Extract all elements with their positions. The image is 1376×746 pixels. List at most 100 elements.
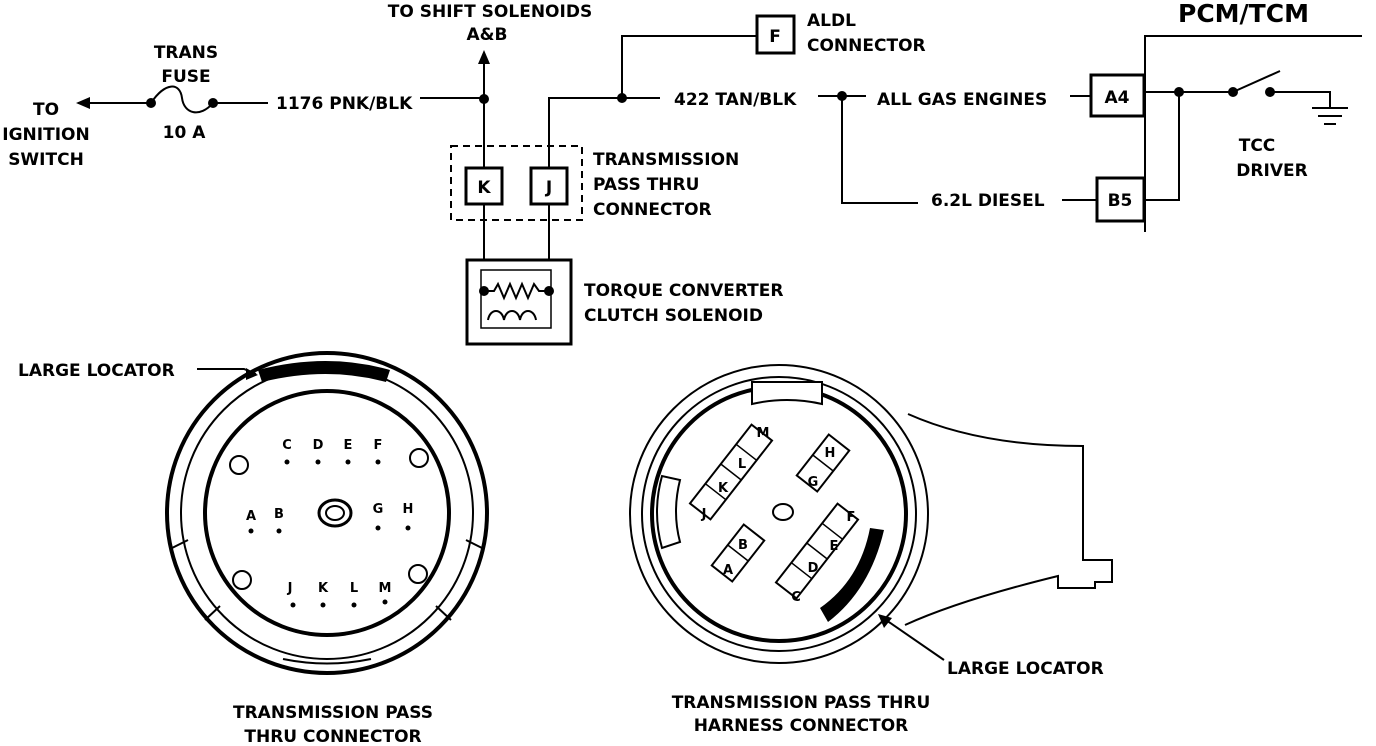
pin-k-row3-label: K xyxy=(318,581,329,596)
left-guide-hole-3 xyxy=(232,570,252,590)
right-pin-l-label: L xyxy=(738,457,746,472)
left-large-locator xyxy=(258,361,390,382)
pcm-tcm-title: PCM/TCM xyxy=(1178,0,1309,28)
right-pin-a-label: A xyxy=(723,563,733,578)
left-guide-hole-1 xyxy=(229,455,249,475)
pass-thru-outline xyxy=(450,145,583,221)
pin-a xyxy=(248,528,254,534)
arrow-up-icon xyxy=(478,50,490,64)
pin-h-label: H xyxy=(403,502,414,517)
pin-c xyxy=(284,459,290,465)
right-pin-m-label: M xyxy=(757,426,770,441)
right-pin-h-label: H xyxy=(825,446,836,461)
right-pin-g-label: G xyxy=(808,475,819,490)
switch-label: SWITCH xyxy=(8,150,84,170)
right-title-1: TRANSMISSION PASS THRU xyxy=(672,693,931,713)
left-locator-label: LARGE LOCATOR xyxy=(18,361,175,381)
jklm-divider-2 xyxy=(720,463,742,481)
coil-icon xyxy=(487,310,537,321)
right-pin-e-label: E xyxy=(830,539,839,554)
right-harness-body xyxy=(904,413,1113,626)
aldl-pin-box xyxy=(755,14,796,55)
jklm-divider-1 xyxy=(704,483,727,501)
pin-b-label: B xyxy=(274,507,284,522)
aldl-wire xyxy=(621,35,757,98)
pin-b xyxy=(276,528,282,534)
switch-icon xyxy=(1232,70,1281,93)
left-outer-ring xyxy=(165,351,489,675)
pass-thru-label-3: CONNECTOR xyxy=(593,200,712,220)
pin-j-row3-label: J xyxy=(287,581,293,596)
pcm-pin-a4-label: A4 xyxy=(1105,88,1130,108)
cdef-divider-1 xyxy=(790,562,813,580)
pin-j-label: J xyxy=(545,178,552,198)
left-bottom-key xyxy=(282,658,372,665)
ground-icon xyxy=(1312,107,1348,125)
ab-divider xyxy=(727,544,749,562)
pass-thru-label-1: TRANSMISSION xyxy=(593,150,739,170)
pin-j xyxy=(290,602,296,608)
cdef-divider-3 xyxy=(821,522,844,540)
right-pin-j-label: J xyxy=(701,507,707,522)
pin-a-label: A xyxy=(246,509,256,524)
diesel-label: 6.2L DIESEL xyxy=(931,191,1045,211)
pin-d xyxy=(315,459,321,465)
right-center-hole xyxy=(772,503,794,521)
wire-1176-label: 1176 PNK/BLK xyxy=(276,94,413,114)
right-locator-leader xyxy=(885,619,945,661)
connector-left: LARGE LOCATOR C D E F A B G H J K L M xyxy=(18,351,489,746)
aldl-pin-label: F xyxy=(769,27,781,47)
aldl-label-1: ALDL xyxy=(807,11,856,31)
right-pin-group-gh xyxy=(795,433,851,493)
wire-422-up xyxy=(548,97,622,168)
pin-k xyxy=(320,602,326,608)
pin-k-box xyxy=(464,166,504,206)
solenoid-label-1: TORQUE CONVERTER xyxy=(584,281,783,301)
left-inner-ring xyxy=(203,389,451,637)
left-ring-notches xyxy=(171,539,483,621)
pin-f-label: F xyxy=(374,438,383,453)
pin-k-label: K xyxy=(477,178,491,198)
fuse-rating: 10 A xyxy=(163,123,207,143)
pin-m xyxy=(382,599,388,605)
pin-m-row3-label: M xyxy=(379,581,392,596)
resistor-icon xyxy=(484,281,549,301)
right-pin-c-label: C xyxy=(791,590,801,605)
aldl-label-2: CONNECTOR xyxy=(807,36,926,56)
fuse-icon xyxy=(150,85,214,114)
solenoid-box xyxy=(465,258,573,346)
pin-l-row3-label: L xyxy=(350,581,358,596)
solenoid-frame xyxy=(480,269,552,329)
right-pin-f-label: F xyxy=(847,510,856,525)
wire-422-label: 422 TAN/BLK xyxy=(674,90,797,110)
gh-divider xyxy=(812,454,834,472)
fuse-label: FUSE xyxy=(161,67,210,87)
right-pin-d-label: D xyxy=(808,561,819,576)
right-pin-group-jklm xyxy=(688,423,774,521)
arrow-up-left-icon xyxy=(878,614,892,628)
right-pin-b-label: B xyxy=(738,538,748,553)
pcm-pin-a4 xyxy=(1089,73,1146,118)
connector-right: J K L M G H A B C D E F LARGE LOCATOR TR… xyxy=(629,364,1113,736)
pin-j-box xyxy=(529,166,569,206)
right-side-key xyxy=(656,474,682,550)
right-top-key xyxy=(751,381,823,406)
left-guide-hole-2 xyxy=(409,448,429,468)
tcc-label: TCC xyxy=(1239,136,1276,156)
right-large-locator xyxy=(820,528,884,622)
pin-d-label: D xyxy=(313,438,324,453)
wire-diesel xyxy=(841,96,918,204)
trans-label: TRANS xyxy=(154,43,218,63)
pin-e-label: E xyxy=(344,438,353,453)
ground-wire xyxy=(1270,91,1331,108)
arrow-right-icon xyxy=(246,368,258,380)
right-mid-ring xyxy=(641,376,917,652)
right-title-2: HARNESS CONNECTOR xyxy=(694,716,909,736)
tcc-b5-wire xyxy=(1145,92,1180,201)
cdef-divider-2 xyxy=(806,542,828,560)
left-title-2: THRU CONNECTOR xyxy=(244,727,421,746)
arrow-left-icon xyxy=(76,97,90,109)
left-title-1: TRANSMISSION PASS xyxy=(233,703,433,723)
pin-h xyxy=(405,525,411,531)
